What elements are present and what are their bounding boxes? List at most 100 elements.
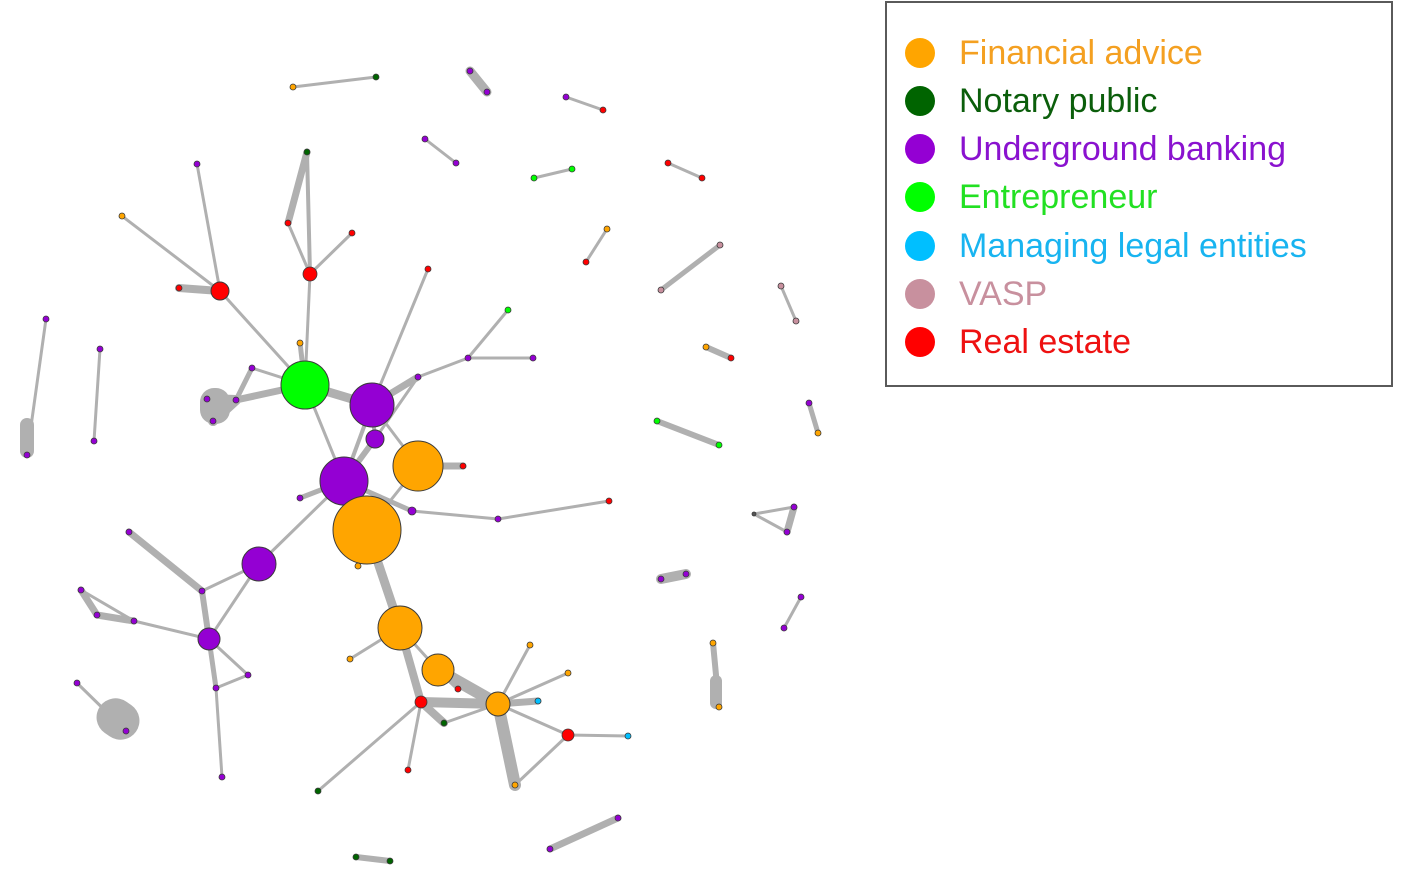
graph-node-re [175, 284, 183, 292]
graph-edge [779, 284, 798, 323]
graph-edge [703, 344, 734, 361]
graph-node-not [386, 857, 394, 865]
graph-edge [214, 686, 224, 779]
graph-edge [584, 227, 609, 264]
legend-item-notary-public: Notary public [905, 81, 1157, 121]
graph-edge [370, 267, 430, 407]
graph-node-ent [653, 417, 661, 425]
graph-node-re [284, 219, 292, 227]
graph-edge [496, 671, 570, 706]
graph-node-ub [241, 546, 277, 582]
graph-node-ent [715, 441, 723, 449]
graph-node-ub [93, 611, 101, 619]
graph-edge [532, 167, 574, 180]
graph-node-fin [603, 225, 611, 233]
graph-edge [564, 95, 605, 112]
legend-item-entrepreneur: Entrepreneur [905, 177, 1157, 217]
graph-node-ub [90, 437, 98, 445]
graph-node-ub [657, 575, 665, 583]
graph-node-ub [783, 528, 791, 536]
graph-node-re [599, 106, 607, 114]
graph-edge [77, 586, 101, 619]
legend-item-underground-banking: Underground banking [905, 129, 1286, 169]
graph-edge [496, 702, 570, 737]
graph-node-fin [289, 83, 297, 91]
legend-dot-icon [905, 279, 935, 309]
graph-edge [492, 698, 521, 791]
graph-node-ub [125, 528, 133, 536]
graph-node-ub [682, 570, 690, 578]
graph-node-ub [790, 503, 798, 511]
legend-item-real-estate: Real estate [905, 322, 1131, 362]
graph-edge [465, 66, 492, 97]
graph-edge [93, 611, 138, 625]
graph-edge [783, 503, 798, 536]
graph-edge [410, 509, 500, 521]
legend-dot-icon [905, 38, 935, 68]
graph-node-ub [122, 727, 130, 735]
graph-edge [195, 162, 222, 293]
graph-node-re [561, 728, 575, 742]
legend-label: Real estate [959, 323, 1131, 361]
graph-edge [656, 569, 691, 584]
graph-node-not [440, 719, 448, 727]
graph-edge [416, 697, 503, 709]
graph-edge [566, 733, 630, 738]
graph-edge [291, 75, 378, 89]
legend-label: Notary public [959, 82, 1158, 120]
graph-node-ub [421, 135, 429, 143]
graph-node-ub [494, 515, 502, 523]
graph-node-re [664, 159, 672, 167]
graph-edge [496, 499, 611, 521]
graph-node-ub [197, 627, 221, 651]
graph-node-ent [530, 174, 538, 182]
legend-dot-icon [905, 134, 935, 164]
graph-node-re [605, 497, 613, 505]
graph-edge [233, 365, 255, 403]
graph-node-vasp [716, 241, 724, 249]
graph-node-ub [198, 587, 206, 595]
graph-edge [752, 505, 796, 516]
graph-node-fin [814, 429, 822, 437]
graph-node-ub [193, 160, 201, 168]
graph-node-ub [96, 345, 104, 353]
graph-node-ub [77, 586, 85, 594]
graph-node-fin [392, 440, 444, 492]
graph-edge [125, 528, 206, 595]
graph-node-ub [466, 67, 474, 75]
graph-edge [373, 375, 420, 441]
graph-edge [658, 242, 723, 293]
legend-label: Managing legal entities [959, 227, 1307, 265]
graph-node-ub [244, 671, 252, 679]
graph-node-ub [218, 773, 226, 781]
graph-node-ub [349, 382, 395, 428]
graph-node-re [459, 462, 467, 470]
graph-node-re [727, 354, 735, 362]
graph-node-ub [797, 593, 805, 601]
graph-node-re [348, 229, 356, 237]
graph-node-ub [23, 451, 31, 459]
graph-node-ub [130, 617, 138, 625]
graph-edge [120, 214, 222, 293]
graph-node-ub [73, 679, 81, 687]
graph-edge [79, 588, 136, 623]
graph-node-ub [805, 399, 813, 407]
graph-node-not [303, 148, 311, 156]
graph-node-not [314, 787, 322, 795]
graph-node-not [352, 853, 360, 861]
graph-node-ent [568, 165, 576, 173]
graph-edge [284, 148, 311, 227]
graph-node-mle [534, 697, 542, 705]
graph-node-fin [421, 653, 455, 687]
legend-dot-icon [905, 86, 935, 116]
graph-node-ub [232, 396, 240, 404]
graph-edge [286, 221, 312, 276]
graph-node-ub [248, 364, 256, 372]
graph-node-fin [564, 669, 572, 677]
legend-label: Underground banking [959, 130, 1287, 168]
graph-node-fin [296, 339, 304, 347]
graph-edge [132, 619, 211, 641]
graph-edge [782, 595, 803, 630]
graph-node-ub [546, 845, 554, 853]
